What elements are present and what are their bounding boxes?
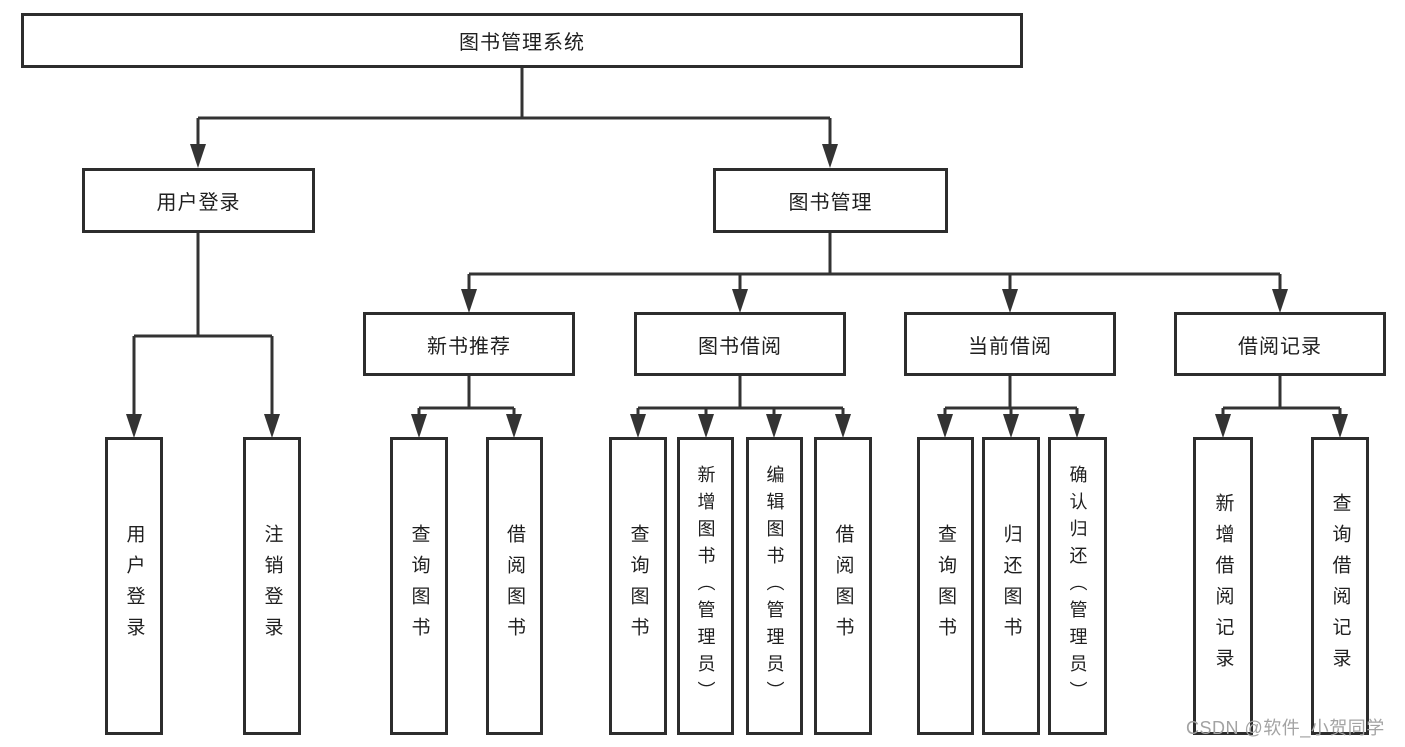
leaf-edit-book-admin: 编辑图书（管理员） xyxy=(746,437,803,735)
node-label: 新增借阅记录 xyxy=(1212,493,1234,679)
leaf-add-borrow-record: 新增借阅记录 xyxy=(1193,437,1253,735)
node-borrowing-records: 借阅记录 xyxy=(1174,312,1386,376)
leaf-user-login: 用户登录 xyxy=(105,437,163,735)
node-current-borrowing: 当前借阅 xyxy=(904,312,1116,376)
node-book-borrowing: 图书借阅 xyxy=(634,312,846,376)
node-label: 归还图书 xyxy=(1000,524,1022,648)
node-library-system: 图书管理系统 xyxy=(21,13,1023,68)
leaf-query-books-borrow: 查询图书 xyxy=(609,437,667,735)
node-label: 借阅记录 xyxy=(1238,335,1322,358)
node-label: 注销登录 xyxy=(261,524,283,648)
node-label: 查询借阅记录 xyxy=(1329,493,1351,679)
watermark: CSDN @软件_小贺同学 xyxy=(1186,718,1385,738)
leaf-query-borrow-record: 查询借阅记录 xyxy=(1311,437,1369,735)
node-label: 图书管理系统 xyxy=(459,32,585,54)
node-label: 新书推荐 xyxy=(427,335,511,358)
leaf-borrow-books-borrow: 借阅图书 xyxy=(814,437,872,735)
arrowheads xyxy=(126,144,1348,438)
leaf-add-book-admin: 新增图书（管理员） xyxy=(677,437,734,735)
leaf-logout: 注销登录 xyxy=(243,437,301,735)
node-label: 图书管理 xyxy=(788,192,873,214)
leaf-query-books-recommend: 查询图书 xyxy=(390,437,448,735)
connector-path xyxy=(132,68,1342,416)
node-label: 编辑图书（管理员） xyxy=(764,464,785,708)
node-label: 用户登录 xyxy=(123,524,145,648)
leaf-return-book: 归还图书 xyxy=(982,437,1040,735)
node-label: 确认归还（管理员） xyxy=(1067,464,1088,708)
leaf-query-books-current: 查询图书 xyxy=(917,437,974,735)
node-label: 用户登录 xyxy=(156,192,241,214)
node-label: 当前借阅 xyxy=(968,335,1052,358)
node-book-management: 图书管理 xyxy=(713,168,948,233)
leaf-confirm-return-admin: 确认归还（管理员） xyxy=(1048,437,1107,735)
node-label: 新增图书（管理员） xyxy=(695,464,716,708)
node-label: 借阅图书 xyxy=(504,524,525,648)
node-label: 查询图书 xyxy=(627,524,649,648)
node-user-login: 用户登录 xyxy=(82,168,315,233)
node-new-book-recommend: 新书推荐 xyxy=(363,312,575,376)
leaf-borrow-books-recommend: 借阅图书 xyxy=(486,437,543,735)
node-label: 图书借阅 xyxy=(698,335,782,358)
node-label: 查询图书 xyxy=(935,524,956,648)
node-label: 查询图书 xyxy=(408,524,430,648)
node-label: 借阅图书 xyxy=(832,524,854,648)
